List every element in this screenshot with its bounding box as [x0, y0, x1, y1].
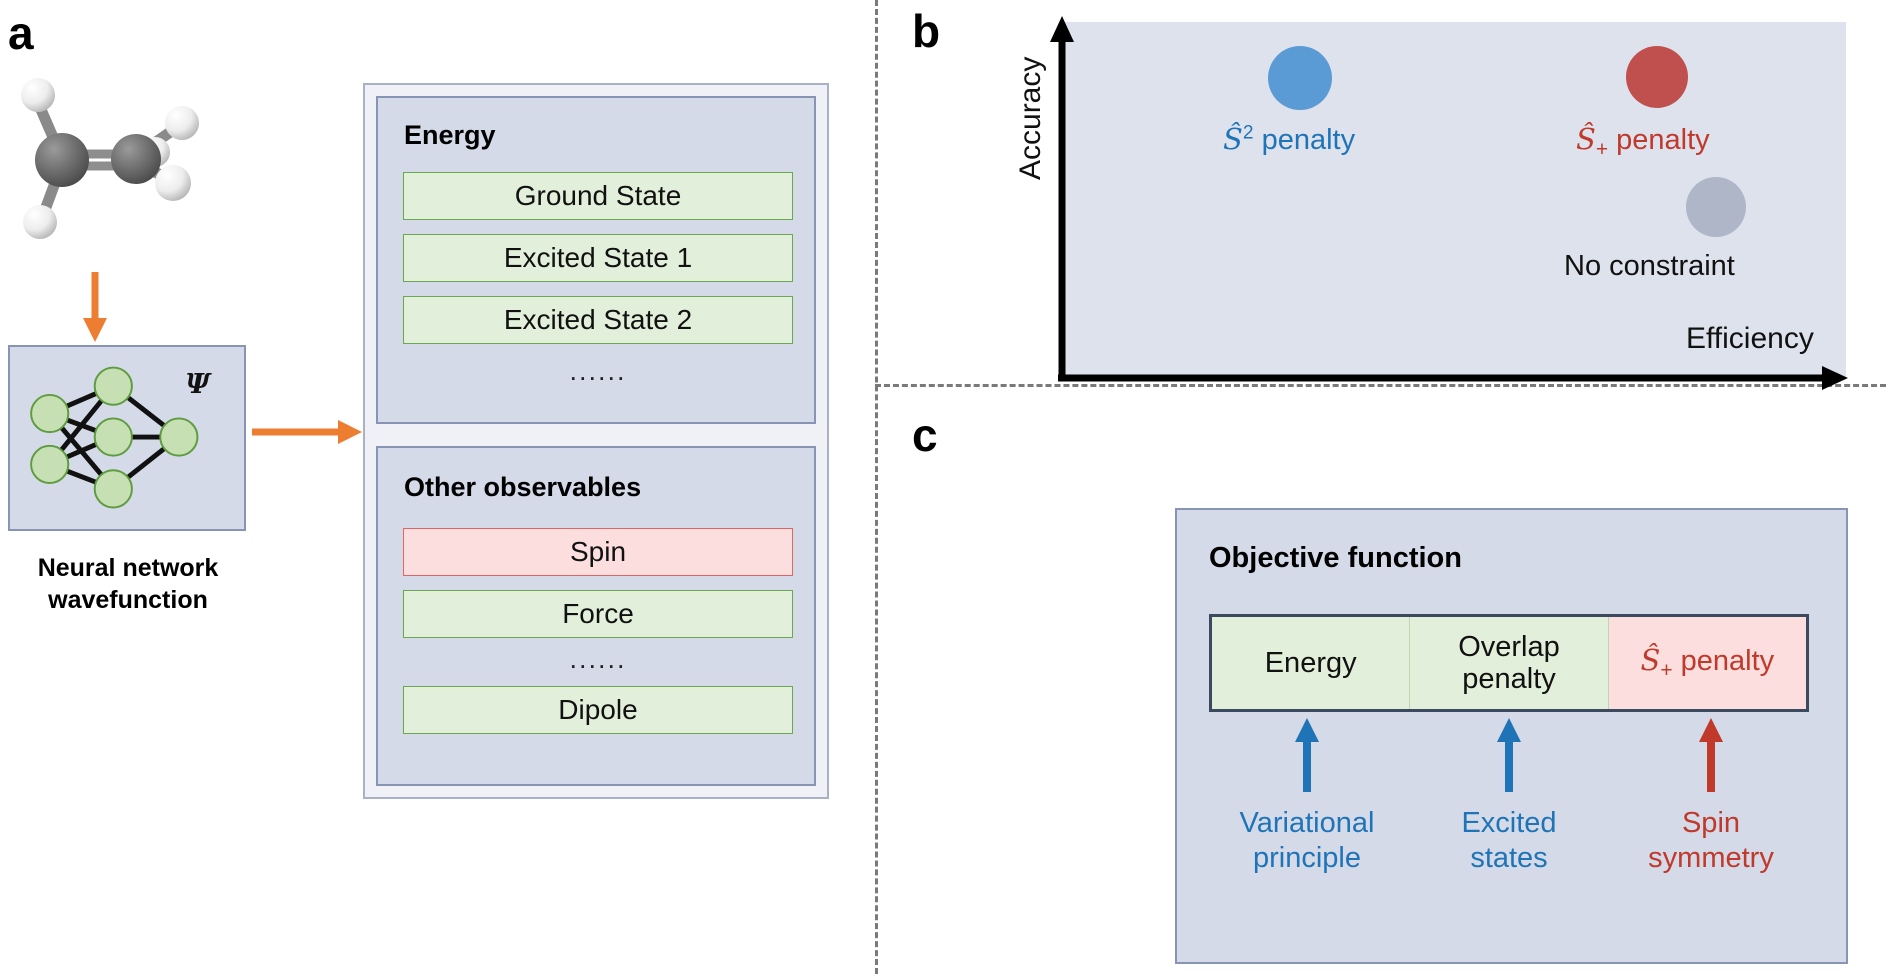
observables-ellipsis: ...... — [569, 644, 627, 674]
y-axis-label: Accuracy — [1014, 56, 1047, 180]
energy-item-ground-state[interactable]: Ground State — [403, 172, 793, 220]
panel-letter-b: b — [912, 5, 941, 57]
energy-ellipsis: ...... — [569, 356, 627, 386]
objective-function-box: Objective function Energy Overlap penalt… — [1175, 508, 1848, 964]
panel-letter-a: a — [8, 7, 34, 59]
panel-letter-c: c — [912, 409, 938, 461]
objective-term-s-plus-penalty[interactable]: Ŝ+ penalty — [1608, 617, 1806, 709]
observable-item-force[interactable]: Force — [403, 590, 793, 638]
footnote-2-line2: symmetry — [1648, 842, 1774, 875]
label-s2-penalty: Ŝ2 penalty — [1223, 122, 1356, 156]
x-axis-label: Efficiency — [1686, 322, 1814, 355]
label-no-constraint: No constraint — [1564, 250, 1735, 282]
footnote-2-line1: Spin — [1681, 807, 1741, 839]
other-observables-section-title: Other observables — [404, 472, 642, 502]
observable-item-spin[interactable]: Spin — [403, 528, 793, 576]
energy-item-excited-state-1[interactable]: Excited State 1 — [403, 234, 793, 282]
accuracy-efficiency-plot-area: Ŝ2 penalty Ŝ+ penalty No constraint — [1060, 22, 1846, 378]
caption-line-1: Neural network — [37, 554, 219, 582]
footnote-0-line1: Variational — [1239, 807, 1375, 839]
bubble-s-plus-penalty — [1626, 46, 1688, 108]
outputs-container: Energy Ground State Excited State 1 Exci… — [363, 83, 829, 799]
energy-item-excited-state-2[interactable]: Excited State 2 — [403, 296, 793, 344]
observable-item-dipole[interactable]: Dipole — [403, 686, 793, 734]
footnote-0-line2: principle — [1253, 842, 1361, 875]
objective-term-overlap-penalty[interactable]: Overlap penalty — [1410, 617, 1609, 709]
label-s-plus-penalty: Ŝ+ penalty — [1576, 122, 1710, 161]
ethylene-molecule-image — [21, 78, 199, 239]
footnote-1-line1: Excited — [1461, 807, 1557, 839]
footnote-excited-states: Excited states — [1409, 806, 1609, 877]
neural-network-graph — [30, 366, 199, 509]
psi-symbol: Ψ — [185, 369, 210, 400]
arrow-network-to-outputs — [252, 420, 362, 444]
divider-horizontal — [875, 384, 1886, 387]
objective-function-title: Objective function — [1209, 542, 1462, 574]
objective-arrows — [1295, 718, 1723, 792]
arrow-molecule-to-network — [83, 272, 107, 342]
neural-network-box: Ψ — [8, 345, 246, 531]
caption-line-2: wavefunction — [48, 586, 208, 614]
footnote-spin-symmetry: Spin symmetry — [1611, 806, 1811, 877]
energy-section-title: Energy — [404, 120, 496, 150]
plot-axes — [1050, 16, 1848, 390]
neural-network-caption: Neural network wavefunction — [0, 552, 256, 616]
objective-terms-row: Energy Overlap penalty Ŝ+ penalty — [1209, 614, 1809, 712]
bubble-s2-penalty — [1268, 46, 1332, 110]
bubble-no-constraint — [1686, 177, 1746, 237]
divider-vertical — [875, 0, 878, 974]
footnote-1-line2: states — [1470, 842, 1548, 875]
footnote-variational-principle: Variational principle — [1207, 806, 1407, 877]
energy-section: Energy Ground State Excited State 1 Exci… — [376, 96, 816, 424]
objective-term-energy[interactable]: Energy — [1212, 617, 1411, 709]
other-observables-section: Other observables Spin Force ...... Dipo… — [376, 446, 816, 786]
